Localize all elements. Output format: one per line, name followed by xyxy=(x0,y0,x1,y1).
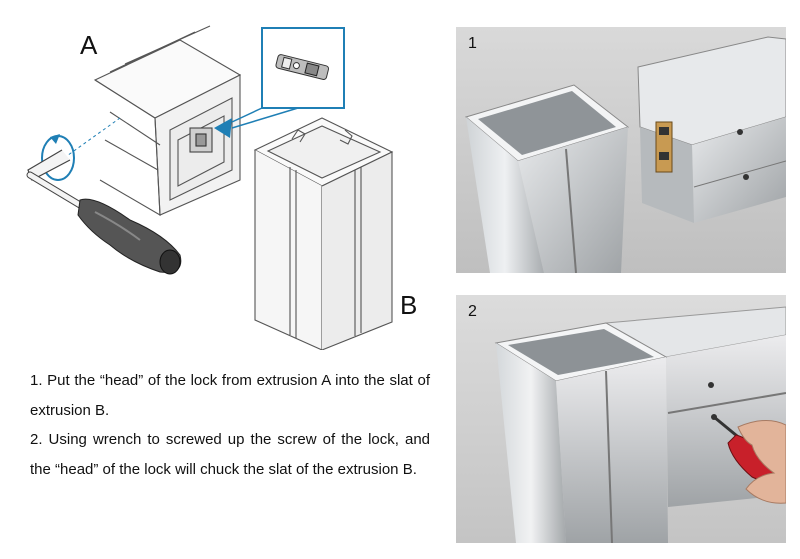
rotation-arrow-icon xyxy=(41,134,75,181)
label-extrusion-b: B xyxy=(400,290,418,320)
label-extrusion-a: A xyxy=(80,30,98,60)
assembly-diagram: A B xyxy=(0,0,450,351)
extrusion-a xyxy=(93,25,242,216)
instruction-step-2: 2. Using wrench to screwed up the screw … xyxy=(30,431,430,478)
instructions: 1. Put the “head” of the lock from extru… xyxy=(30,366,430,484)
photo-1-image xyxy=(456,27,786,273)
instruction-step-1: 1. Put the “head” of the lock from extru… xyxy=(30,372,430,419)
photo-2-number: 2 xyxy=(468,303,477,320)
photo-2: 2 xyxy=(456,295,786,543)
photo-1: 1 xyxy=(456,27,786,273)
extrusion-b xyxy=(253,117,394,351)
allen-wrench-icon xyxy=(26,149,182,275)
lock-detail-inset xyxy=(231,27,345,129)
hand-icon xyxy=(737,420,786,504)
photo-1-number: 1 xyxy=(468,35,477,52)
assembly-diagram-svg xyxy=(26,25,394,351)
photo-2-image xyxy=(456,295,786,543)
pointer-arrow-icon xyxy=(214,118,232,138)
